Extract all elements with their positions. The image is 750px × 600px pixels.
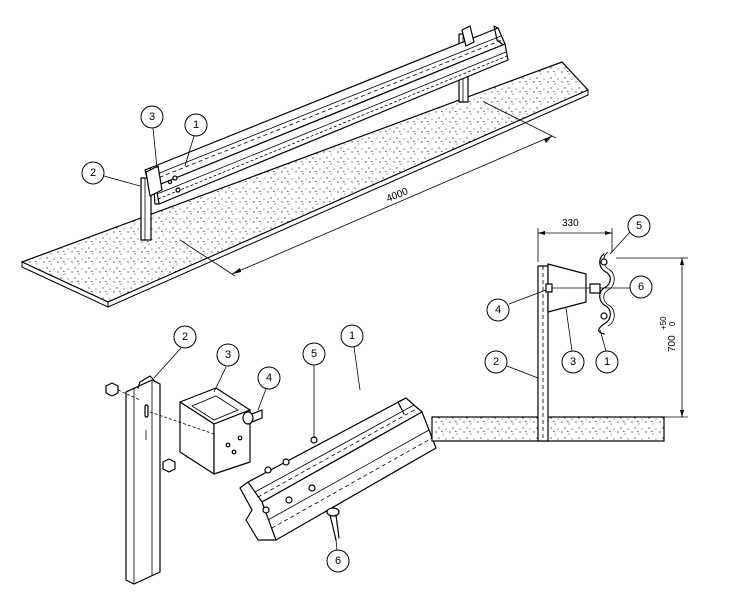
svg-text:4: 4 bbox=[495, 304, 501, 316]
svg-text:3: 3 bbox=[149, 111, 155, 123]
exploded-bolt-6 bbox=[326, 507, 340, 541]
balloon-exploded-6: 6 bbox=[326, 539, 350, 573]
side-w-beam bbox=[589, 251, 615, 335]
exploded-spacer bbox=[149, 387, 251, 475]
exploded-rail bbox=[239, 397, 437, 541]
concrete-slab-edge-right bbox=[107, 89, 589, 308]
svg-text:1: 1 bbox=[349, 330, 355, 342]
post-nut bbox=[105, 382, 141, 401]
balloon-side-6: 6 bbox=[600, 275, 653, 299]
svg-text:6: 6 bbox=[638, 281, 644, 293]
balloon-top-2: 2 bbox=[81, 161, 141, 187]
svg-text:5: 5 bbox=[636, 220, 642, 232]
svg-text:5: 5 bbox=[311, 348, 317, 360]
balloon-side-3: 3 bbox=[561, 307, 585, 374]
balloon-side-5: 5 bbox=[609, 214, 651, 255]
exploded-view: 2 3 4 5 1 6 bbox=[105, 324, 437, 585]
balloon-side-4: 4 bbox=[486, 289, 547, 322]
length-dimension-label: 4000 bbox=[385, 186, 410, 205]
exploded-bolt-4 bbox=[242, 409, 263, 425]
balloon-exploded-5: 5 bbox=[302, 342, 326, 438]
exploded-post bbox=[125, 375, 161, 585]
balloon-exploded-1: 1 bbox=[340, 324, 364, 391]
side-section-view: 330 700 +50 0 5 6 4 bbox=[431, 214, 688, 442]
isometric-overview: 4000 3 1 2 bbox=[20, 25, 590, 308]
spacer-block-far bbox=[461, 25, 475, 47]
balloon-exploded-2: 2 bbox=[153, 325, 197, 379]
spacer-nut bbox=[162, 458, 176, 473]
near-post bbox=[140, 177, 152, 241]
svg-text:2: 2 bbox=[90, 167, 96, 179]
svg-text:1: 1 bbox=[604, 356, 610, 368]
balloon-top-1: 1 bbox=[184, 113, 208, 167]
svg-text:1: 1 bbox=[193, 119, 199, 131]
height-tolerance-upper: +50 bbox=[659, 316, 668, 330]
svg-text:3: 3 bbox=[225, 349, 231, 361]
height-dimension-label: 700 bbox=[667, 335, 678, 352]
balloon-top-3: 3 bbox=[140, 105, 164, 169]
concrete-slab bbox=[20, 61, 590, 303]
spacer-block-near bbox=[145, 165, 181, 197]
svg-text:2: 2 bbox=[493, 356, 499, 368]
svg-text:3: 3 bbox=[570, 356, 576, 368]
svg-text:4: 4 bbox=[266, 372, 272, 384]
balloon-side-1: 1 bbox=[595, 329, 619, 374]
balloon-side-2: 2 bbox=[484, 350, 539, 379]
offset-dimension: 330 bbox=[537, 218, 613, 262]
svg-text:6: 6 bbox=[335, 555, 341, 567]
balloon-exploded-3: 3 bbox=[213, 343, 240, 393]
side-post bbox=[537, 265, 549, 442]
offset-dimension-label: 330 bbox=[562, 218, 579, 229]
balloon-exploded-4: 4 bbox=[257, 366, 281, 411]
height-dimension: 700 +50 0 bbox=[616, 257, 688, 418]
svg-text:2: 2 bbox=[182, 331, 188, 343]
height-tolerance-lower: 0 bbox=[668, 321, 677, 326]
